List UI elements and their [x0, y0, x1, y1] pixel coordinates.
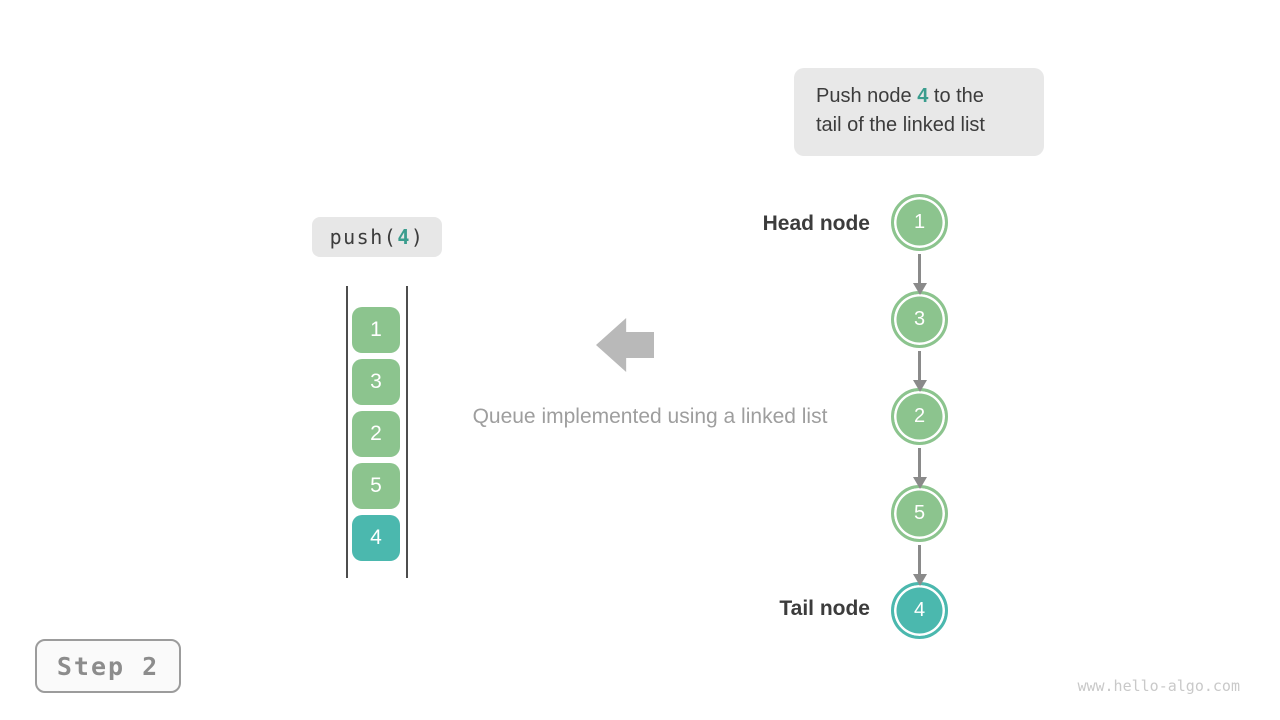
arrow-down-icon — [918, 545, 921, 575]
tooltip-value: 4 — [917, 85, 929, 107]
tail-node-label: Tail node — [779, 597, 870, 620]
tooltip-line2: tail of the linked list — [816, 114, 985, 136]
arrow-down-icon — [918, 351, 921, 381]
list-node-value: 2 — [913, 405, 926, 427]
list-node: 3 — [891, 291, 948, 348]
list-node-value: 3 — [913, 308, 926, 330]
queue-cell: 2 — [352, 411, 400, 457]
op-value: 4 — [397, 225, 411, 249]
queue-cell: 5 — [352, 463, 400, 509]
list-node: 5 — [891, 485, 948, 542]
queue-cell-value: 2 — [370, 422, 382, 445]
list-node-value: 5 — [913, 502, 926, 524]
queue-rail-left — [346, 286, 348, 578]
list-node-value: 4 — [913, 599, 926, 621]
arrow-down-icon — [918, 254, 921, 284]
op-suffix: ) — [410, 225, 425, 249]
queue-cell-value: 1 — [370, 318, 382, 341]
queue: 1 3 2 5 4 — [352, 307, 400, 561]
list-node: 2 — [891, 388, 948, 445]
tooltip-line1-prefix: Push node — [816, 85, 918, 107]
queue-rail-right — [406, 286, 408, 578]
op-prefix: push( — [329, 225, 398, 249]
list-node: 1 — [891, 194, 948, 251]
push-tooltip: Push node 4 to the tail of the linked li… — [794, 68, 1044, 156]
watermark: www.hello-algo.com — [1077, 677, 1240, 695]
queue-cell-value: 4 — [370, 526, 382, 549]
queue-cell-value: 3 — [370, 370, 382, 393]
step-badge: Step 2 — [35, 639, 181, 693]
head-node-label: Head node — [762, 212, 870, 235]
left-block-arrow-icon — [596, 318, 654, 372]
list-node: 4 — [891, 582, 948, 639]
arrow-down-icon — [918, 448, 921, 478]
list-node-value: 1 — [913, 211, 926, 233]
diagram-caption: Queue implemented using a linked list — [472, 405, 828, 428]
queue-cell-value: 5 — [370, 474, 382, 497]
queue-cell: 3 — [352, 359, 400, 405]
queue-cell: 1 — [352, 307, 400, 353]
tooltip-line1-suffix: to the — [928, 85, 984, 107]
push-operation-chip: push(4) — [312, 217, 442, 257]
queue-cell: 4 — [352, 515, 400, 561]
